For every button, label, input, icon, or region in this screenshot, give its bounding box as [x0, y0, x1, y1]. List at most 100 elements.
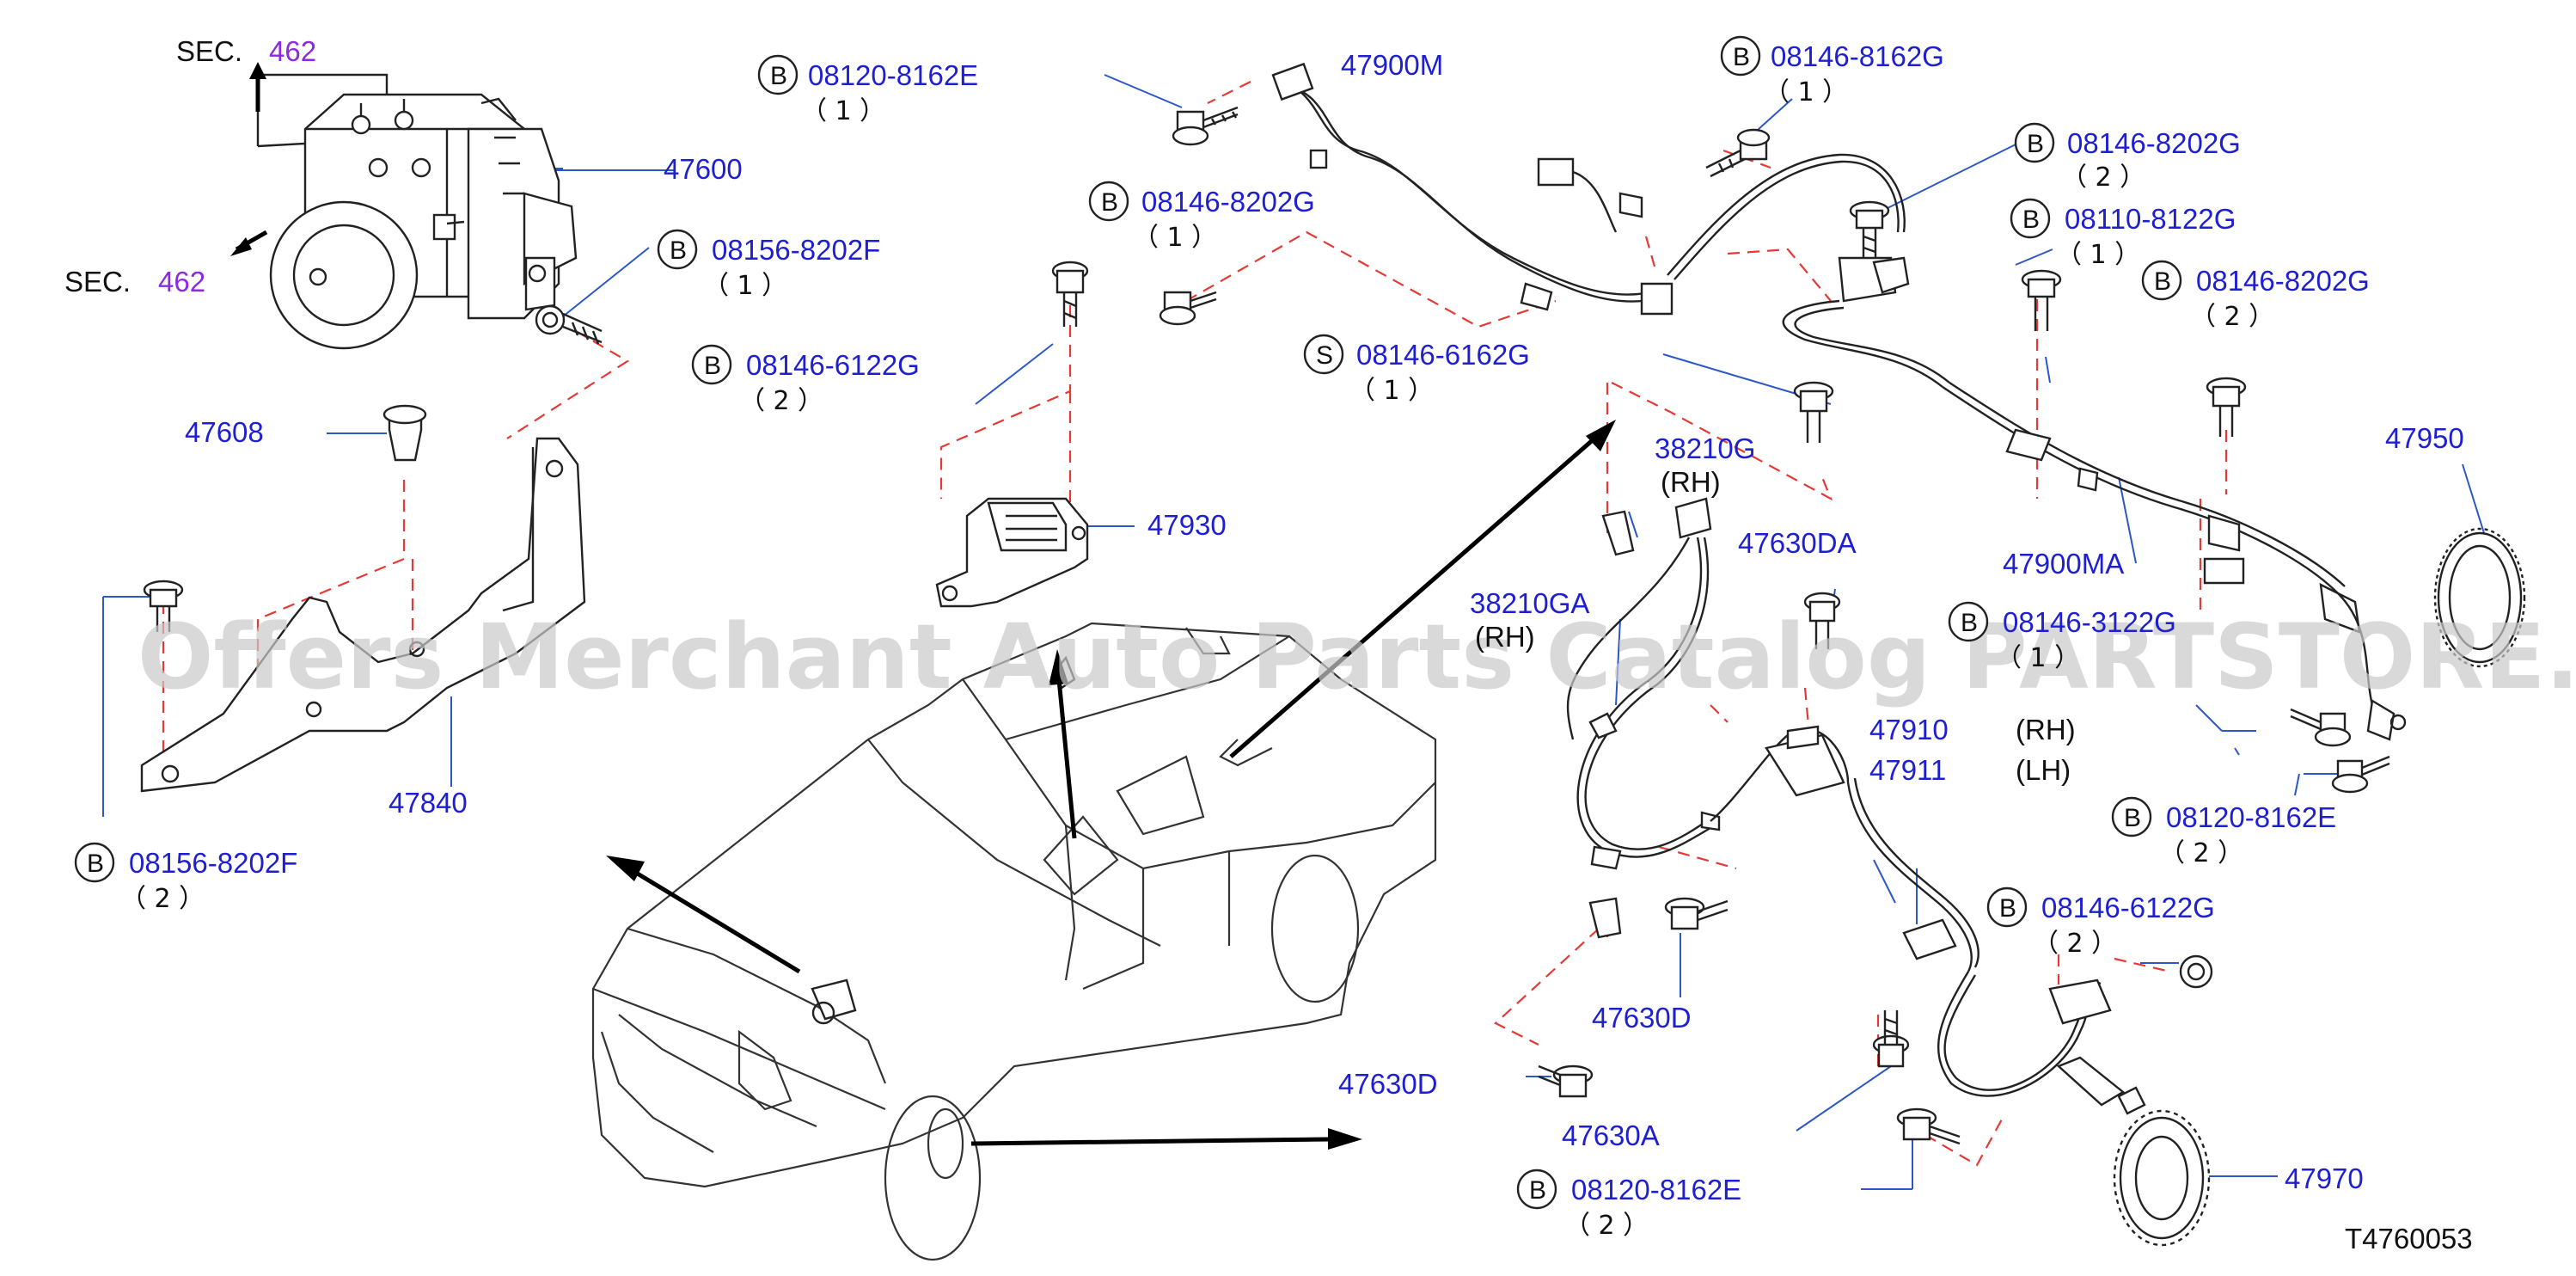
callout-circle: [1088, 181, 1129, 222]
callout-circle: [657, 229, 698, 270]
callout-08146-8202G-a: B 08146-8202G （ 2 ）: [2014, 122, 2241, 193]
watermark: Offers Merchant Auto Parts Catalog PARTS…: [138, 604, 2576, 709]
callout-08120-8162E-b: B 08120-8162E （ 2 ）: [2111, 796, 2336, 868]
callout-part-number: 08156-8202F: [712, 234, 880, 266]
label-47900MA: 47900MA: [2003, 548, 2124, 580]
callout-08146-8162G: B 08146-8162G （ 1 ）: [1720, 35, 1944, 107]
callout-qty: （ 1 ）: [2056, 240, 2140, 270]
callout-circle: [2111, 796, 2152, 837]
label-47840: 47840: [389, 787, 468, 819]
label-47911: 47911: [1869, 754, 1946, 786]
callout-part-number: 08110-8122G: [2065, 203, 2236, 235]
callout-qty: （ 1 ）: [801, 96, 885, 126]
callout-letter: B: [87, 850, 104, 878]
location-arrows: [606, 420, 1616, 1150]
wire-harness-rear: [1566, 497, 2146, 1115]
callout-part-number: 08146-8202G: [1141, 186, 1315, 218]
section-ref-prefix: SEC.: [176, 35, 242, 67]
callout-08110-8122G: B 08110-8122G （ 1 ）: [2010, 198, 2236, 270]
label-lh-47911: (LH): [2016, 754, 2071, 786]
callout-letter: B: [670, 236, 687, 265]
callout-08146-3122G: B 08146-3122G （ 1 ）: [1948, 601, 2176, 673]
label-rh-47910: (RH): [2016, 714, 2076, 745]
label-47910: 47910: [1869, 714, 1949, 745]
label-47630A: 47630A: [1562, 1120, 1660, 1151]
callout-part-number: 08120-8162E: [2166, 801, 2336, 833]
label-47900M: 47900M: [1341, 49, 1443, 81]
label-47970: 47970: [2285, 1163, 2364, 1194]
truck-outline: [591, 622, 1437, 1261]
label-38210G: 38210G: [1655, 432, 1755, 464]
callout-qty: （ 2 ）: [2159, 838, 2243, 868]
callout-08146-6122G-b: B 08146-6122G （ 2 ）: [1986, 886, 2215, 959]
label-47950: 47950: [2385, 422, 2464, 454]
label-47930: 47930: [1147, 509, 1227, 541]
callout-qty: （ 2 ）: [2061, 163, 2145, 193]
callout-qty: （ 1 ）: [703, 271, 787, 301]
callout-letter: B: [1733, 43, 1750, 71]
callout-circle: [74, 842, 115, 883]
callout-08146-8202G-b: B 08146-8202G （ 2 ）: [2141, 260, 2370, 332]
callout-qty: （ 2 ）: [739, 386, 823, 416]
callout-qty: （ 2 ）: [120, 884, 205, 914]
callout-letter: B: [770, 62, 787, 90]
callout-letter: B: [2154, 267, 2171, 296]
callout-circle: [1516, 1169, 1557, 1210]
callout-qty: （ 1 ）: [1764, 77, 1848, 107]
diagram-id: T4760053: [2345, 1223, 2473, 1255]
callout-qty: （ 2 ）: [2033, 929, 2117, 959]
callout-part-number: 08146-8202G: [2196, 265, 2370, 297]
callout-circle: [1720, 35, 1761, 77]
callout-part-number: 08156-8202F: [129, 847, 297, 879]
callout-08146-6122G-a: B 08146-6122G （ 2 ）: [691, 344, 920, 416]
section-ref-top: SEC. 462: [176, 35, 316, 67]
callout-qty: （ 1 ）: [1133, 223, 1217, 253]
callout-part-number: 08146-6162G: [1356, 339, 1530, 371]
section-ref-number: 462: [158, 266, 205, 298]
label-47630DA: 47630DA: [1738, 527, 1857, 559]
callout-letter: B: [2124, 804, 2141, 832]
sensor-rotor-front: [2113, 1109, 2211, 1247]
callout-part-number: 08120-8162E: [808, 59, 978, 91]
callout-part-number: 08146-3122G: [2003, 606, 2176, 638]
callout-letter: B: [1529, 1176, 1546, 1205]
callout-08156-8202F-b: B 08156-8202F （ 2 ）: [74, 842, 297, 914]
callout-circle: [691, 344, 732, 385]
wire-harness-front: [1271, 62, 2407, 741]
callout-08146-8202G-c: B 08146-8202G （ 1 ）: [1088, 181, 1315, 253]
label-rh-38210G: (RH): [1661, 466, 1721, 498]
callout-letter: B: [1961, 609, 1978, 637]
callout-qty: （ 1 ）: [1349, 376, 1434, 406]
callout-letter: S: [1316, 341, 1333, 370]
callout-part-number: 08120-8162E: [1571, 1174, 1741, 1205]
callout-letter: B: [1101, 188, 1118, 217]
callout-circle: [1986, 886, 2028, 928]
label-47600: 47600: [664, 153, 743, 185]
callout-08120-8162E-c: B 08120-8162E （ 2 ）: [1516, 1169, 1741, 1241]
label-38210GA: 38210GA: [1470, 587, 1589, 619]
section-ref-left: SEC. 462: [64, 266, 205, 298]
bracket-47840: [140, 404, 586, 793]
callout-circle: [2010, 198, 2051, 239]
callout-qty: （ 2 ）: [1564, 1211, 1649, 1241]
callout-part-number: 08146-8202G: [2067, 127, 2241, 159]
callout-letter: B: [2027, 130, 2044, 158]
bolt-fasteners: [143, 106, 2390, 1145]
callout-08120-8162E-a: B 08120-8162E （ 1 ）: [757, 54, 978, 126]
callout-part-number: 08146-8162G: [1771, 40, 1944, 72]
sensor-rotor-rear: [2433, 527, 2526, 668]
callout-circle: [1948, 601, 1989, 642]
callout-circle: [757, 54, 798, 95]
callout-qty: （ 1 ）: [1996, 643, 2080, 673]
callout-circle: [2141, 260, 2182, 301]
callout-letter: B: [2022, 206, 2040, 234]
label-47630D-lower: 47630D: [1338, 1068, 1438, 1100]
section-ref-number: 462: [269, 35, 316, 67]
callout-part-number: 08146-6122G: [746, 349, 920, 381]
callout-part-number: 08146-6122G: [2041, 892, 2215, 923]
callout-letter: B: [704, 352, 721, 380]
callout-08156-8202F-a: B 08156-8202F （ 1 ）: [657, 229, 880, 301]
label-rh-38210GA: (RH): [1475, 621, 1535, 653]
label-47608: 47608: [185, 416, 264, 448]
